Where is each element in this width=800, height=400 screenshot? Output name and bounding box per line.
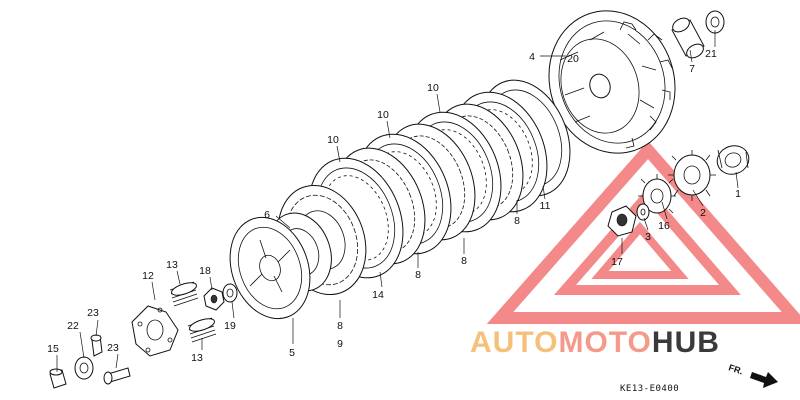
callout-number-c15: 15: [47, 343, 59, 355]
callout-leader-c23b: [115, 353, 119, 369]
lifter-piece-15: [49, 368, 67, 389]
callout-number-c23a: 23: [87, 307, 99, 319]
watermark-brand: AUTOMOTOHUB: [470, 326, 720, 359]
callout-number-c1: 1: [735, 188, 741, 200]
callout-number-c5: 5: [289, 347, 295, 359]
callout-number-c19: 19: [224, 320, 236, 332]
watermark-triangle-logo: [486, 140, 800, 324]
callout-leader-c11: [542, 185, 546, 200]
svg-text:AUTOMOTOHUB: AUTOMOTOHUB: [470, 326, 720, 359]
bearing-1: [716, 145, 750, 175]
callout-number-c11: 11: [540, 200, 551, 212]
clutch-outer-housing: [548, 10, 676, 154]
callout-leader-c3: [643, 217, 649, 231]
callout-number-c22: 22: [67, 320, 79, 332]
callout-leader-c7: [689, 49, 693, 63]
callout-leader-c10c: [436, 93, 441, 113]
callout-number-c4: 4: [529, 51, 535, 63]
clutch-spring-13b: [187, 317, 217, 343]
callout-number-c2: 2: [700, 207, 706, 219]
primary-gear-2: [668, 150, 716, 201]
callout-number-c6: 6: [264, 209, 270, 221]
callout-leader-c10b: [386, 120, 391, 139]
callout-number-c13a: 13: [166, 259, 178, 271]
callout-layer: 1234567888891010101112131314151617181920…: [47, 30, 741, 372]
callout-leader-c14: [379, 271, 383, 288]
callout-leader-c23a: [95, 319, 99, 337]
callout-number-c7: 7: [689, 63, 695, 75]
callout-number-c12: 12: [142, 270, 154, 282]
washer-19: [222, 283, 238, 303]
callout-leader-c13a: [176, 270, 181, 285]
callout-number-c21: 21: [705, 48, 717, 60]
clutch-bushing: [671, 17, 705, 59]
callout-leader-c2: [692, 189, 704, 207]
front-label: FR.: [727, 362, 744, 376]
brand-hub: HUB: [652, 326, 720, 359]
callout-number-c10b: 10: [377, 109, 389, 121]
thrust-washer-21: [705, 10, 725, 34]
pressure-plate-5: [229, 216, 311, 320]
drawing-code: KE13-E0400: [620, 384, 679, 394]
callout-number-c3: 3: [645, 231, 651, 243]
callout-number-c9: 9: [337, 338, 343, 350]
callout-number-c18: 18: [199, 265, 211, 277]
callout-number-c16: 16: [658, 220, 670, 232]
callout-number-c23b: 23: [107, 342, 119, 354]
brand-auto: AUTO: [470, 326, 558, 359]
brand-moto: MOTO: [558, 326, 651, 359]
callout-number-c17: 17: [611, 256, 623, 268]
callout-number-c8b: 8: [415, 269, 421, 281]
callout-number-c10a: 10: [327, 134, 339, 146]
front-arrow: FR.: [727, 362, 778, 388]
callout-number-c8a: 8: [337, 320, 343, 332]
lock-nut-17: [607, 205, 637, 237]
clutch-spring-13a: [169, 281, 199, 307]
front-arrow-icon: [750, 372, 778, 388]
callout-leader-c1: [735, 171, 739, 189]
drive-gear-16: [638, 174, 676, 214]
washer-3: [636, 203, 650, 221]
callout-number-c10c: 10: [427, 82, 439, 94]
callout-leader-c10a: [336, 145, 341, 163]
bolt-23a: [90, 334, 103, 357]
clutch-plate-stack: [229, 79, 571, 320]
callout-leader-c6: [275, 215, 291, 229]
callout-leader-c16: [661, 201, 668, 220]
lifter-plate-12: [131, 305, 179, 357]
bolt-23b: [103, 367, 131, 385]
callout-number-c8c: 8: [461, 255, 467, 267]
callout-number-c8d: 8: [514, 215, 520, 227]
lifter-bearing-22: [74, 356, 94, 380]
callout-number-c20: 20: [567, 53, 579, 65]
lock-nut-18: [203, 287, 225, 311]
callout-leader-c12: [151, 281, 156, 301]
callout-leader-c18: [209, 276, 213, 291]
callout-number-c13b: 13: [191, 352, 203, 364]
callout-leader-c22: [79, 331, 85, 359]
callout-leader-c19: [231, 301, 235, 319]
callout-number-c14: 14: [372, 289, 384, 301]
